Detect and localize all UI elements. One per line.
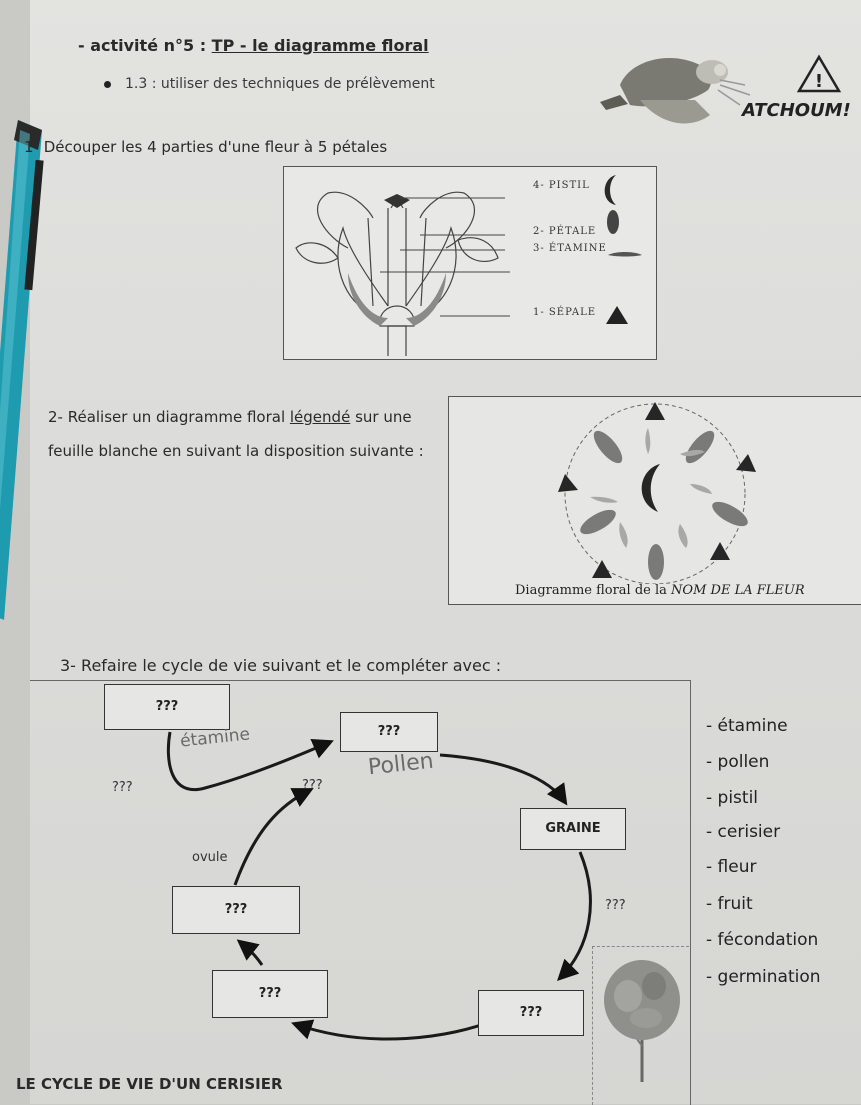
life-cycle-box [30, 680, 691, 1105]
sneezing-gnome-illustration [600, 57, 751, 124]
cycle-tag-center: ??? [302, 778, 323, 793]
stamen-symbol-icon [608, 252, 642, 257]
instruction-1: 1- Découper les 4 parties d'une fleur à … [24, 138, 388, 156]
cycle-tag-left: ??? [112, 780, 133, 795]
floral-diagram-caption: Diagramme floral de la NOM DE LA FLEUR [515, 583, 805, 598]
cherry-tree-image [604, 960, 680, 1082]
petal-symbol-icon [607, 210, 619, 234]
flower-cross-section-drawing [295, 191, 499, 356]
label-sepale: 1- SÉPALE [533, 307, 597, 318]
objective-bullet: 1.3 : utiliser des techniques de prélève… [104, 76, 435, 92]
cycle-tag-ovule: ovule [192, 850, 228, 865]
word-list-item: - pistil [706, 788, 759, 808]
cherry-tree-frame [592, 946, 689, 1105]
svg-text:!: ! [815, 71, 823, 92]
word-list-item: - fruit [706, 894, 753, 914]
cycle-node-top-middle: ??? [340, 712, 438, 752]
cycle-node-top-left: ??? [104, 684, 230, 730]
label-petale: 2- PÉTALE [533, 226, 597, 237]
pistil-symbol-icon [604, 175, 616, 205]
word-list-item: - germination [706, 967, 821, 987]
word-list-item: - étamine [706, 716, 788, 736]
cycle-node-bottom-right: ??? [478, 990, 584, 1036]
label-pistil: 4- PISTIL [533, 180, 590, 191]
pencil-image [0, 120, 44, 620]
cycle-node-bottom-left: ??? [212, 970, 328, 1018]
warning-icon: ! [796, 54, 842, 93]
floral-diagram [558, 402, 756, 584]
word-list-item: - cerisier [706, 822, 781, 842]
instruction-2: 2- Réaliser un diagramme floral légendé … [48, 408, 424, 460]
sneeze-text: ATCHOUM! [742, 100, 851, 121]
label-etamine: 3- ÉTAMINE [533, 243, 607, 254]
sepal-symbol-icon [606, 306, 628, 324]
cycle-title: LE CYCLE DE VIE D'UN CERISIER [16, 1075, 283, 1093]
instruction-3: 3- Refaire le cycle de vie suivant et le… [60, 656, 502, 675]
life-cycle-arrows [166, 731, 592, 1041]
cycle-node-middle-left: ??? [172, 886, 300, 934]
word-list-item: - pollen [706, 752, 770, 772]
word-list-item: - fécondation [706, 930, 819, 950]
word-list-item: - fleur [706, 857, 757, 877]
cycle-tag-right: ??? [605, 898, 626, 913]
cycle-node-graine: GRAINE [520, 808, 626, 850]
flower-leader-lines [380, 197, 510, 317]
worksheet-title: - activité n°5 : TP - le diagramme flora… [78, 36, 429, 55]
bullet-icon [104, 80, 111, 88]
